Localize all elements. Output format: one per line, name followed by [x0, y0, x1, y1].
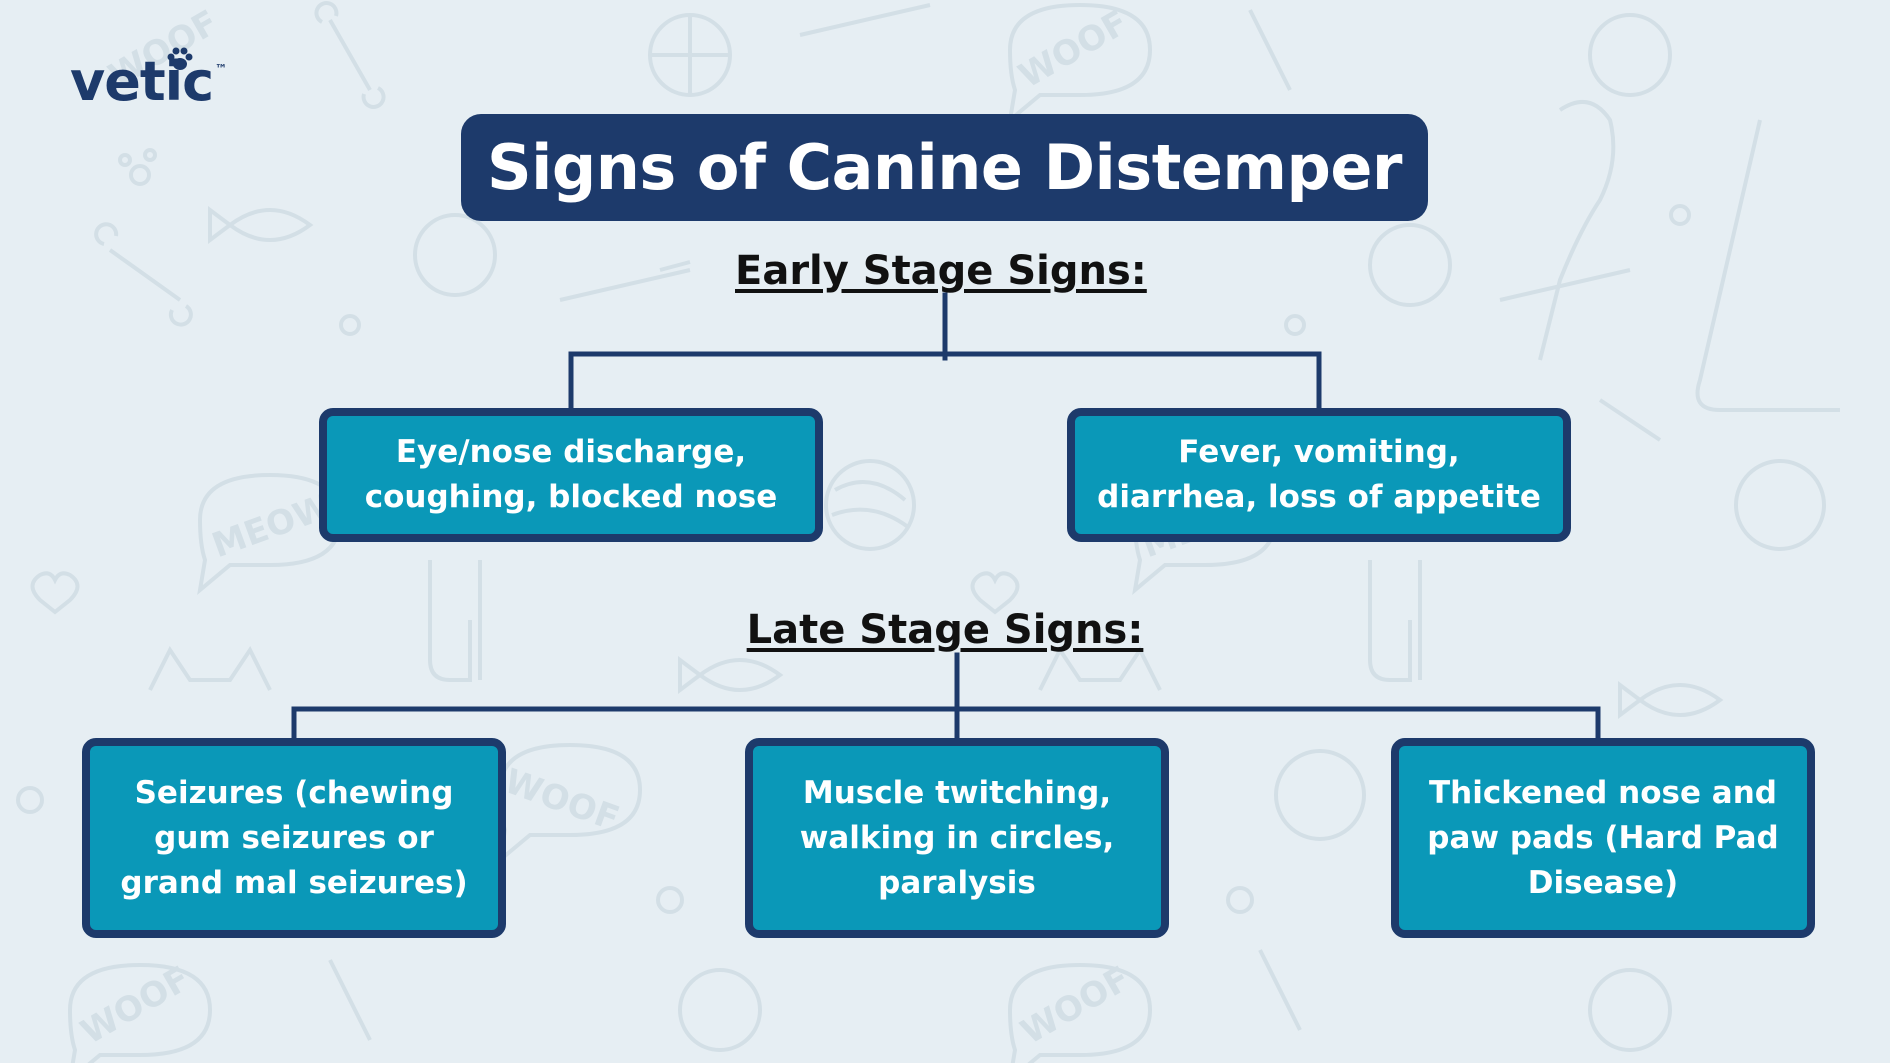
paw-icon: [16, 148, 1691, 914]
vetic-logo: vetic ™: [70, 47, 228, 118]
late-sign-box: Muscle twitching, walking in circles, pa…: [745, 738, 1169, 938]
trademark-symbol: ™: [215, 62, 228, 76]
yarn-icon: [824, 459, 1826, 841]
title-banner: Signs of Canine Distemper: [461, 114, 1428, 221]
fish-icon: [208, 206, 1724, 719]
early-sign-text: Eye/nose discharge, coughing, blocked no…: [364, 434, 778, 515]
heart-icon: [30, 571, 1020, 615]
late-sign-text: Seizures (chewing gum seizures or grand …: [120, 774, 468, 901]
page-title: Signs of Canine Distemper: [487, 131, 1403, 204]
paw-icon: [167, 47, 193, 70]
dog-icon: [428, 119, 1840, 682]
late-sign-box: Thickened nose and paw pads (Hard Pad Di…: [1391, 738, 1815, 938]
early-sign-box: Eye/nose discharge, coughing, blocked no…: [319, 408, 823, 542]
late-sign-box: Seizures (chewing gum seizures or grand …: [82, 738, 506, 938]
toothbrush-icon: [559, 3, 1631, 302]
ball-icon: [413, 13, 1672, 1052]
late-sign-text: Muscle twitching, walking in circles, pa…: [799, 774, 1115, 901]
bird-icon: [1538, 100, 1616, 361]
early-sign-text: Fever, vomiting, diarrhea, loss of appet…: [1097, 434, 1541, 515]
late-sign-text: Thickened nose and paw pads (Hard Pad Di…: [1427, 774, 1779, 901]
logo-text: vetic: [70, 50, 214, 113]
logo-wordmark: vetic: [70, 47, 214, 113]
early-stage-heading: Early Stage Signs:: [735, 248, 1147, 294]
late-stage-heading: Late Stage Signs:: [746, 607, 1144, 653]
cat-icon: [148, 646, 1162, 691]
bone-icon: [94, 1, 1662, 1041]
early-sign-box: Fever, vomiting, diarrhea, loss of appet…: [1067, 408, 1571, 542]
